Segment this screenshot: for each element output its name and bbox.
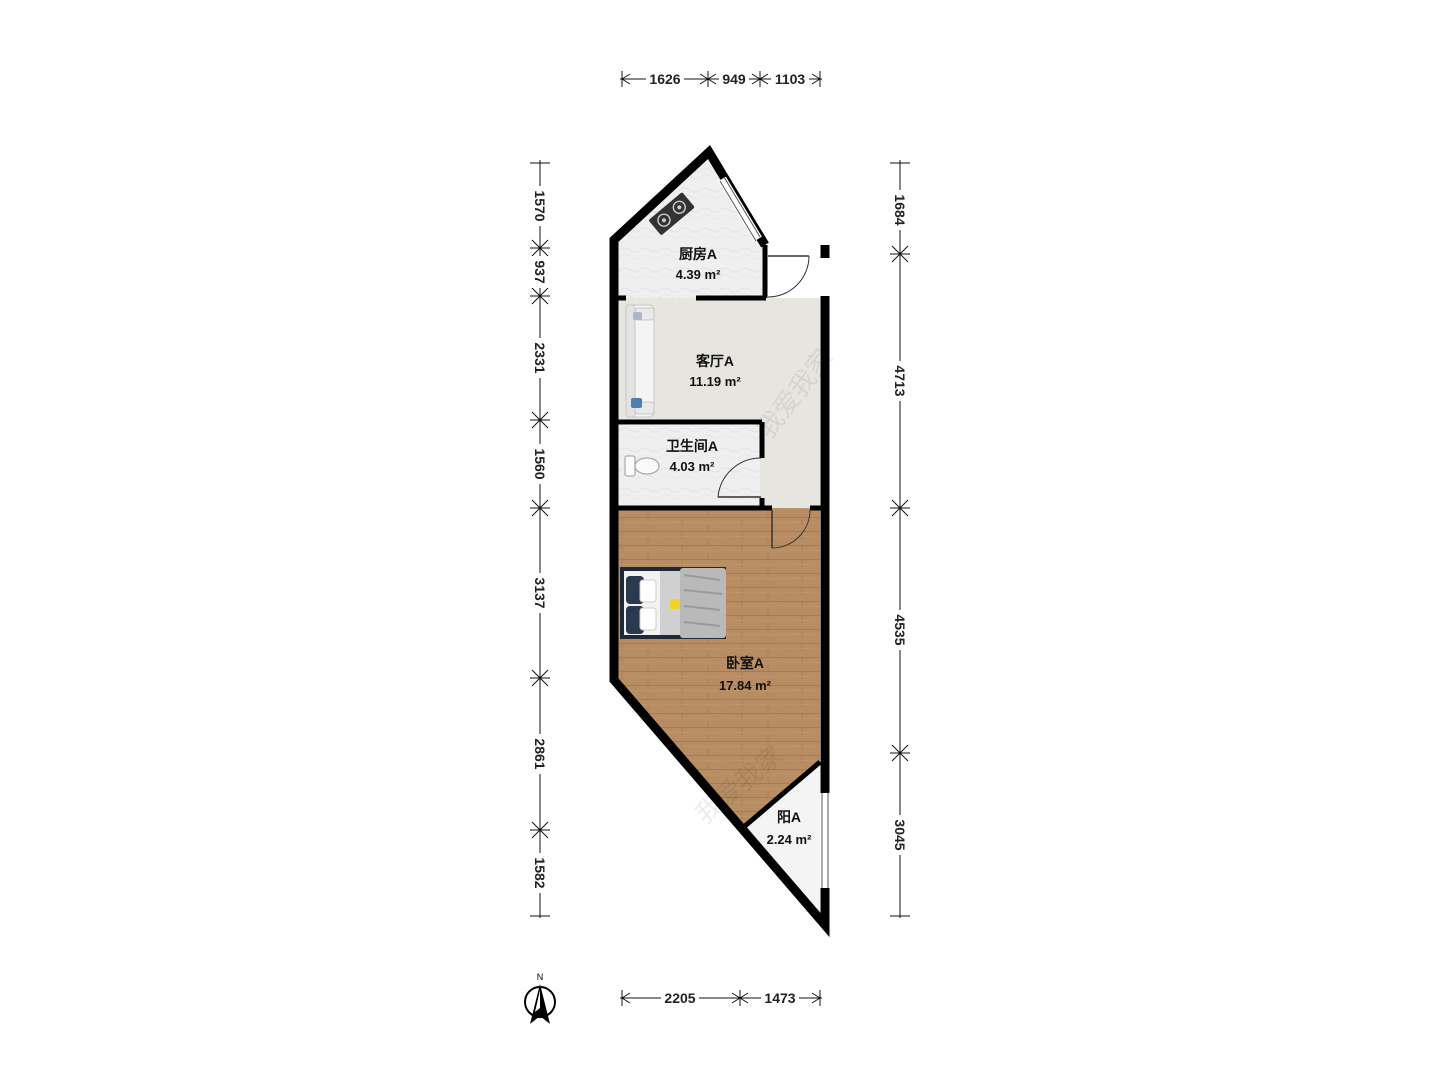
kitchen-area: 4.39 m² — [676, 267, 721, 282]
right-dim-2: 4713 — [892, 365, 908, 396]
bedroom-door[interactable] — [771, 509, 811, 549]
bedroom-floor — [618, 508, 820, 826]
top-dimension-labels — [646, 72, 809, 87]
compass-label: N — [537, 972, 544, 982]
left-dim-5: 3137 — [532, 577, 548, 608]
kitchen-name: 厨房A — [679, 246, 717, 262]
top-dim-2: 949 — [722, 71, 746, 87]
balcony-area: 2.24 m² — [767, 832, 812, 847]
bottom-dim-2: 1473 — [764, 990, 795, 1006]
right-dim-1: 1684 — [892, 194, 908, 225]
balcony-floor — [745, 762, 820, 920]
interior-walls — [618, 245, 822, 828]
stove-icon — [649, 192, 695, 235]
bedroom-name: 卧室A — [726, 655, 764, 671]
balcony-window — [820, 793, 830, 888]
left-dimension-labels — [532, 186, 548, 893]
left-dim-4: 1560 — [532, 448, 548, 479]
left-dim-3: 2331 — [532, 342, 548, 373]
balcony-name: 阳A — [777, 809, 801, 825]
bedroom-area: 17.84 m² — [719, 678, 772, 693]
sofa-icon — [625, 304, 655, 418]
living-area: 11.19 m² — [689, 374, 741, 389]
top-dim-1: 1626 — [649, 71, 680, 87]
living-name: 客厅A — [695, 353, 734, 369]
corridor-floor — [760, 420, 820, 508]
left-dim-7: 1582 — [532, 857, 548, 888]
right-dim-4: 3045 — [892, 819, 908, 850]
kitchen-window — [718, 176, 762, 242]
top-dim-3: 1103 — [775, 71, 806, 87]
right-dimension-labels — [892, 190, 908, 855]
toilet-icon — [624, 455, 660, 477]
bathroom-area: 4.03 m² — [670, 459, 715, 474]
compass-icon — [524, 984, 556, 1024]
entry-door[interactable] — [767, 255, 830, 298]
left-dim-2: 937 — [532, 260, 548, 284]
left-dim-6: 2861 — [532, 738, 548, 769]
bathroom-door[interactable] — [717, 457, 762, 498]
right-dimension-line — [890, 160, 910, 918]
bed-icon — [620, 567, 726, 639]
bathroom-name: 卫生间A — [666, 438, 718, 454]
right-dim-3: 4535 — [892, 614, 908, 645]
left-dim-1: 1570 — [532, 190, 548, 221]
bottom-dim-1: 2205 — [664, 990, 695, 1006]
bottom-dimension-labels — [661, 991, 799, 1006]
